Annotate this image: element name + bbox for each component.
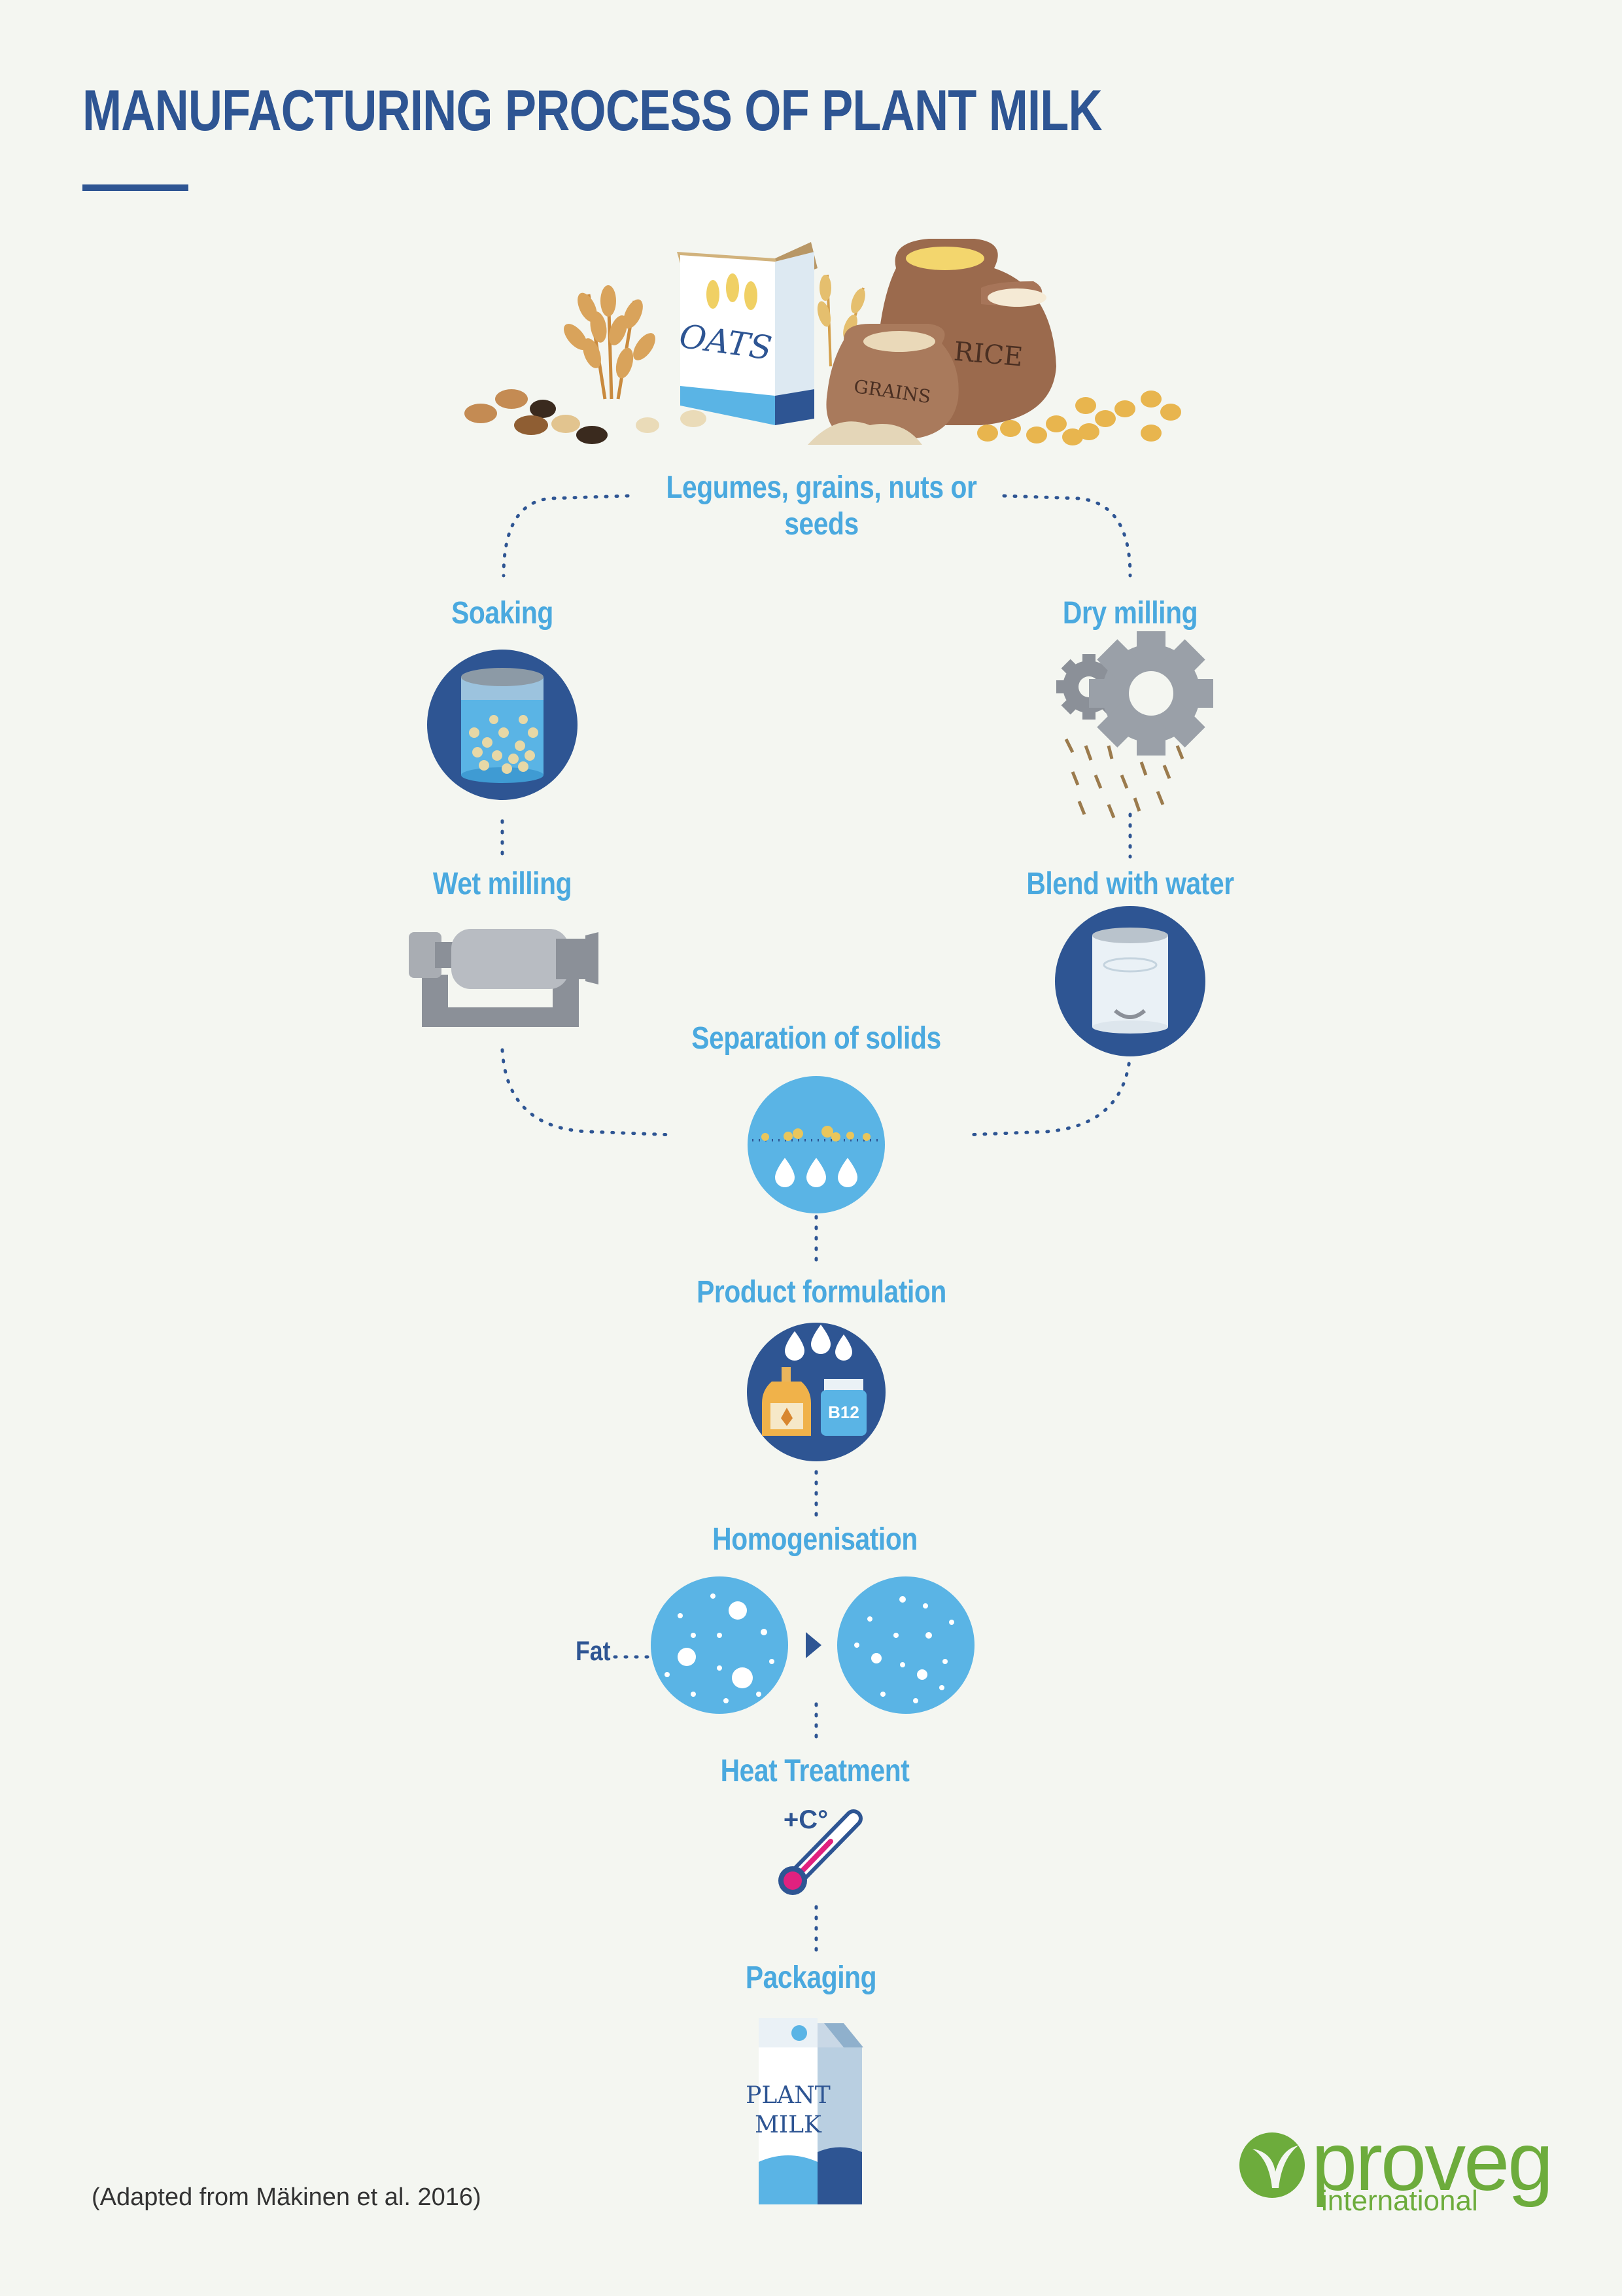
connector-to-soaking: [502, 494, 630, 578]
nuts-icon: [464, 389, 706, 444]
carton-label-plant: PLANT: [746, 2082, 831, 2109]
ingredients-illustration: OATS RICE GRAINS: [464, 239, 1181, 445]
temperature-label: +C°: [784, 1805, 828, 1834]
wheat-grains-left-icon: [564, 285, 655, 379]
step-soaking-label: Soaking: [451, 596, 553, 631]
step-blend-water-label: Blend with water: [1026, 867, 1234, 901]
flow-connectors: [500, 494, 1132, 1955]
separation-of-solids-icon: [748, 1076, 885, 1213]
connector-wetmilling-separation: [500, 1048, 676, 1137]
step-formulation-label: Product formulation: [697, 1275, 946, 1310]
connector-to-dry-milling: [1002, 494, 1132, 578]
step-homogenisation-label: Homogenisation: [712, 1522, 918, 1557]
step-packaging-label: Packaging: [745, 1960, 877, 1995]
step-ingredients-label: Legumes, grains, nuts or seeds: [666, 470, 977, 542]
grains-sack-icon: GRAINS: [826, 324, 959, 440]
connector-blend-separation: [963, 1051, 1132, 1137]
homogenisation-icon: [651, 1576, 975, 1714]
step-heat-label: Heat Treatment: [720, 1754, 910, 1788]
step-dry-milling-label: Dry milling: [1062, 596, 1198, 631]
logo-wordmark: proveg: [1311, 2115, 1553, 2208]
thermometer-icon: +C°: [778, 1805, 863, 1895]
title-underline: [82, 184, 188, 191]
beans-icon: [977, 391, 1181, 445]
page-title: MANUFACTURING PROCESS OF PLANT MILK: [82, 78, 1103, 143]
plant-milk-carton-icon: PLANT MILK: [746, 2018, 863, 2204]
carton-label-milk: MILK: [755, 2112, 822, 2138]
oats-box-icon: OATS: [677, 242, 818, 425]
flour-pile-icon: [808, 421, 922, 445]
proveg-logo-icon: [1239, 2132, 1305, 2198]
b12-label: B12: [828, 1402, 859, 1422]
maple-leaf-icon: [781, 1408, 793, 1426]
step-separation-label: Separation of solids: [691, 1021, 941, 1056]
dry-milling-gears-icon: [1056, 631, 1213, 818]
arrow-right-icon: [806, 1632, 821, 1658]
blend-with-water-icon: [1055, 906, 1205, 1056]
soaking-icon: [427, 650, 578, 800]
step-wet-milling-label: Wet milling: [432, 867, 572, 901]
wet-milling-machine-icon: [409, 929, 598, 1027]
fat-label: Fat: [576, 1635, 611, 1666]
product-formulation-icon: B12: [747, 1323, 886, 1461]
logo-subtitle: international: [1321, 2185, 1478, 2217]
rice-sack-label: RICE: [952, 337, 1024, 373]
source-credit: (Adapted from Mäkinen et al. 2016): [92, 2183, 481, 2211]
